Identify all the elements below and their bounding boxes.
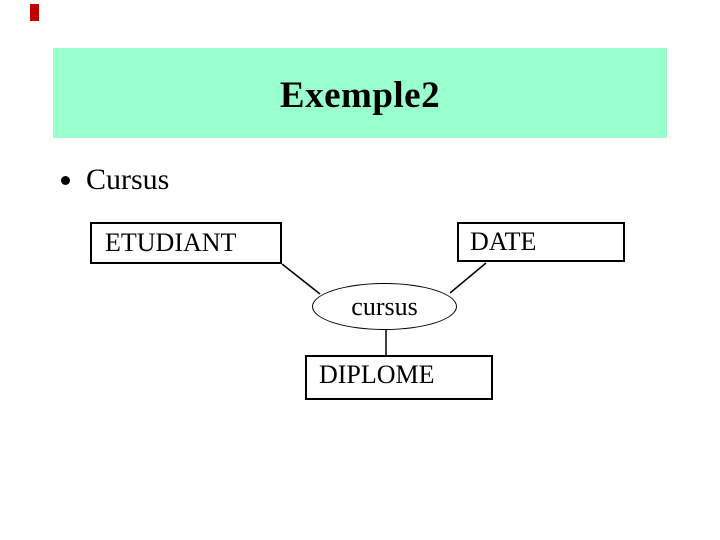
bullet-label: Cursus <box>86 163 170 196</box>
connector-date-relation <box>449 262 487 294</box>
entity-label-etudiant: ETUDIANT <box>105 228 237 257</box>
title-banner: Exemple2 <box>53 48 667 138</box>
entity-label-date: DATE <box>470 227 537 256</box>
entity-box-etudiant: ETUDIANT <box>90 222 282 264</box>
entity-box-date: DATE <box>457 222 625 262</box>
bullet-icon <box>61 176 70 185</box>
entity-label-diplome: DIPLOME <box>319 360 435 389</box>
entity-box-diplome: DIPLOME <box>305 355 493 400</box>
connector-etudiant-relation <box>281 263 321 295</box>
relation-ellipse-cursus: cursus <box>312 283 457 330</box>
relation-label-cursus: cursus <box>351 291 418 321</box>
corner-red-mark <box>30 4 39 21</box>
slide-title: Exemple2 <box>279 75 441 116</box>
